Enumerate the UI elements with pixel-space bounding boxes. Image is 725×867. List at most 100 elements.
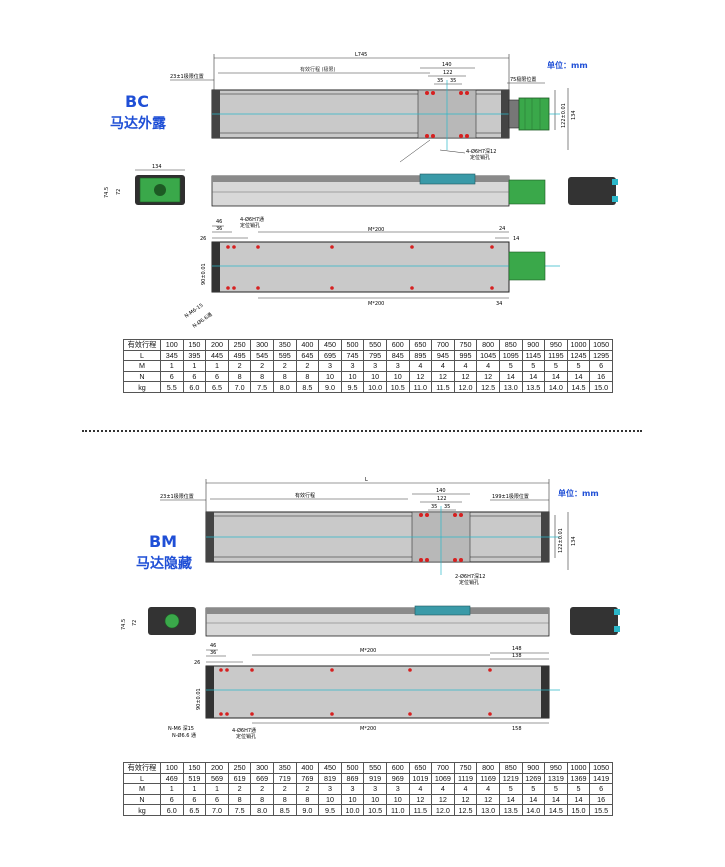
bc-table-cell: 12.0: [453, 381, 478, 393]
bm-table-cell: 14: [566, 793, 591, 806]
bm-table-cell: 3: [318, 783, 342, 795]
bc-table-cell: 500: [340, 339, 365, 351]
bm-table-cell: 11.0: [385, 804, 410, 816]
bc-row-header: L: [123, 349, 161, 362]
bm-side90: 90±0.01: [196, 688, 202, 710]
bc-drawing: L745 有效行程 (极限) 23±1极限位置 75极限位置 140 122 3…: [104, 52, 618, 330]
bm-table-cell: 9.5: [318, 804, 342, 816]
bm-table-cell: 14: [498, 793, 523, 806]
bc-table-cell: 1095: [498, 349, 523, 362]
bc-table-cell: 1000: [566, 339, 591, 351]
unit-label-bm: 单位：mm: [558, 489, 599, 498]
bc-table-cell: 11.0: [408, 381, 433, 393]
bm-h-72: 72: [132, 620, 138, 626]
bc-table-cell: 3: [363, 360, 387, 372]
bm-table-cell: 6: [205, 793, 229, 806]
bm-table-cell: 6: [589, 783, 613, 795]
bm-table-cell: 2: [250, 783, 274, 795]
bm-table-cell: 10.5: [363, 804, 387, 816]
bm-effective-stroke: 有效行程: [295, 492, 315, 499]
bc-table-cell: 150: [182, 339, 207, 351]
bc-table-cell: 5: [544, 360, 568, 372]
bc-table-cell: 4: [431, 360, 455, 372]
bm-nhole: N-M6 深15: [168, 725, 194, 732]
bm-table-cell: 1019: [408, 772, 433, 785]
bm-table-cell: 5: [566, 783, 591, 795]
section-separator: [82, 430, 642, 432]
bc-table-cell: 1245: [566, 349, 591, 362]
bc-table-cell: 950: [544, 339, 568, 351]
bm-table-cell: 569: [205, 772, 229, 785]
bm-table-cell: 10.0: [340, 804, 365, 816]
bm-r138: 138: [512, 653, 522, 659]
bc-left-limit: 23±1极限位置: [170, 73, 204, 80]
bc-table-cell: 5: [566, 360, 591, 372]
bm-table-cell: 1000: [566, 762, 591, 774]
bc-hole4b: 定位销孔: [240, 222, 260, 229]
bm-dim-35a: 35: [431, 504, 437, 510]
bc-table-cell: 1: [182, 360, 207, 372]
bm-table-cell: 1119: [453, 772, 478, 785]
bc-table-cell: 14: [544, 370, 568, 383]
bc-table-cell: 650: [408, 339, 433, 351]
bc-height-122: 122±0.01: [561, 103, 567, 128]
bm-table-cell: 850: [498, 762, 523, 774]
bm-table-cell: 6.0: [160, 804, 184, 816]
bm-table-cell: 8.0: [250, 804, 274, 816]
bm-table-cell: 200: [205, 762, 229, 774]
bc-table-cell: 14: [566, 370, 591, 383]
bm-table-cell: 1: [160, 783, 184, 795]
bm-table-cell: 11.5: [408, 804, 433, 816]
bm-r148: 148: [512, 646, 522, 652]
bc-row-header: M: [123, 360, 161, 372]
bc-dim-35b: 35: [450, 78, 456, 84]
bm-table-cell: 6.5: [182, 804, 207, 816]
bm-table-cell: 10: [340, 793, 365, 806]
bc-table-cell: 6: [589, 360, 613, 372]
bc-table-cell: 2: [272, 360, 297, 372]
bc-table-cell: 9.0: [318, 381, 342, 393]
bc-h-74-5: 74.5: [104, 187, 110, 198]
bc-row-header: 有效行程: [123, 339, 161, 351]
bc-r34: 34: [496, 301, 502, 307]
bm-table-cell: 669: [250, 772, 274, 785]
bc-table-cell: 6.0: [182, 381, 207, 393]
bc-hole-note: 4-Ø6H7深12: [466, 148, 496, 155]
bc-table-cell: 8: [250, 370, 274, 383]
bc-table-cell: 12: [476, 370, 500, 383]
bm-table-cell: 250: [227, 762, 252, 774]
bm-table-cell: 769: [295, 772, 320, 785]
bc-table-cell: 8.0: [272, 381, 297, 393]
bc-table-cell: 200: [205, 339, 229, 351]
bm-title: BM: [148, 532, 178, 551]
bm-table-cell: 500: [340, 762, 365, 774]
bm-table-cell: 14.5: [544, 804, 568, 816]
bc-h-72: 72: [116, 189, 122, 195]
bc-table-cell: 10: [318, 370, 342, 383]
bc-table-cell: 400: [295, 339, 320, 351]
bm-row-header: L: [123, 772, 161, 785]
bc-table-cell: 750: [453, 339, 478, 351]
bc-b26: 26: [200, 236, 206, 242]
bc-b36: 36: [216, 226, 222, 232]
bm-table-cell: 12.5: [453, 804, 478, 816]
bm-table-cell: 14: [544, 793, 568, 806]
bm-table-cell: 100: [160, 762, 184, 774]
bc-table-cell: 345: [160, 349, 184, 362]
bm-table-cell: 550: [363, 762, 387, 774]
bm-table-cell: 8: [295, 793, 320, 806]
bc-table-cell: 6: [205, 370, 229, 383]
bc-dim-140: 140: [442, 62, 452, 68]
bm-table-cell: 1169: [476, 772, 500, 785]
bc-table-cell: 8: [295, 370, 320, 383]
bm-table-cell: 5: [521, 783, 546, 795]
bm-table-cell: 12: [408, 793, 433, 806]
bc-table-cell: 5.5: [160, 381, 184, 393]
bm-table-cell: 4: [431, 783, 455, 795]
bm-table-cell: 619: [227, 772, 252, 785]
bm-table-cell: 10: [363, 793, 387, 806]
bm-table-cell: 3: [340, 783, 365, 795]
